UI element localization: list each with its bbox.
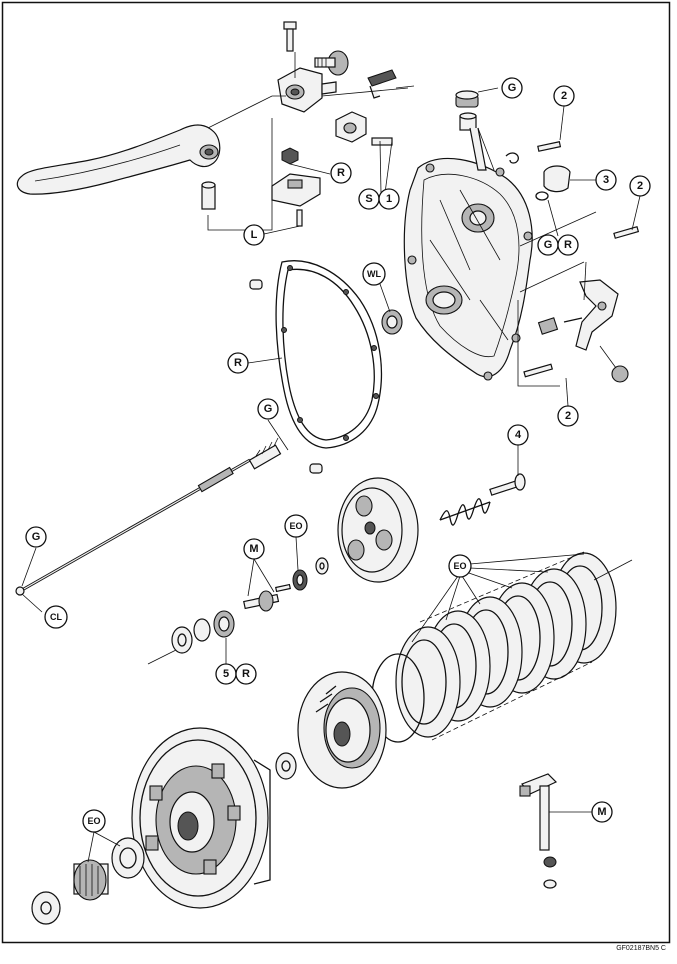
- clutch-spring-plate: [337, 444, 526, 583]
- callout-cl: CL: [44, 605, 68, 629]
- callout-g-oring: G: [537, 234, 559, 256]
- callout-m-shaft: M: [591, 801, 613, 823]
- needle-bearing-and-collar: [31, 831, 145, 925]
- callout-g-bearing: G: [501, 77, 523, 99]
- callout-g-rod: G: [25, 526, 47, 548]
- svg-text:2: 2: [561, 90, 567, 102]
- callout-l: L: [243, 224, 265, 246]
- callout-1: 1: [378, 188, 400, 210]
- callout-r-gasket: R: [227, 352, 249, 374]
- callout-2-top: 2: [553, 85, 575, 107]
- cover-bolts: [517, 300, 560, 387]
- reference-code: GF02187BN5 C: [616, 945, 666, 952]
- friction-and-steel-plates: [371, 551, 633, 743]
- svg-text:R: R: [242, 668, 250, 680]
- callout-3: 3: [595, 169, 617, 191]
- svg-text:EO: EO: [289, 521, 302, 531]
- callout-r-oring: R: [557, 234, 579, 256]
- release-shaft: [519, 773, 592, 889]
- svg-text:1: 1: [386, 193, 392, 205]
- svg-text:G: G: [544, 239, 553, 251]
- svg-text:WL: WL: [367, 269, 381, 279]
- callout-s: S: [358, 188, 380, 210]
- cover-small-parts: [505, 141, 640, 247]
- clutch-hub: [275, 671, 387, 789]
- callout-wl: WL: [362, 262, 386, 286]
- svg-text:R: R: [564, 239, 572, 251]
- callout-5: 5: [215, 663, 237, 685]
- svg-text:3: 3: [603, 174, 609, 186]
- svg-text:G: G: [508, 82, 517, 94]
- push-rod-assembly: [15, 419, 289, 613]
- svg-text:EO: EO: [453, 561, 466, 571]
- svg-text:5: 5: [223, 668, 229, 680]
- callout-eo-washer: EO: [284, 514, 308, 538]
- svg-text:G: G: [32, 531, 41, 543]
- callout-eo-needle: EO: [82, 809, 106, 833]
- clutch-cover-gasket: [249, 260, 403, 474]
- callout-4: 4: [507, 424, 529, 446]
- svg-text:G: G: [264, 403, 273, 415]
- svg-text:4: 4: [515, 429, 522, 441]
- pushrod-bearing-parts: [147, 536, 329, 665]
- svg-text:2: 2: [565, 410, 571, 422]
- callout-r-nut: R: [330, 162, 352, 184]
- callout-eo-plates: EO: [448, 554, 472, 578]
- callout-2-right: 2: [629, 175, 651, 197]
- callout-2-bottom: 2: [557, 405, 579, 427]
- svg-text:2: 2: [637, 180, 643, 192]
- page-border: [1, 1, 671, 944]
- clutch-housing: [131, 727, 271, 909]
- cable-bracket: [519, 261, 629, 383]
- callout-g-cable: G: [257, 398, 279, 420]
- svg-text:R: R: [234, 357, 242, 369]
- clutch-cover: [403, 157, 533, 381]
- svg-text:S: S: [365, 193, 372, 205]
- svg-text:CL: CL: [50, 612, 62, 622]
- release-shaft-bearings: [455, 87, 499, 171]
- svg-text:EO: EO: [87, 816, 100, 826]
- svg-text:L: L: [251, 229, 258, 241]
- svg-text:M: M: [249, 543, 258, 555]
- svg-text:M: M: [597, 806, 606, 818]
- callout-r-locknut: R: [235, 663, 257, 685]
- clutch-lever-assembly: [16, 21, 415, 235]
- callout-m-pushrod: M: [243, 538, 265, 560]
- svg-text:R: R: [337, 167, 345, 179]
